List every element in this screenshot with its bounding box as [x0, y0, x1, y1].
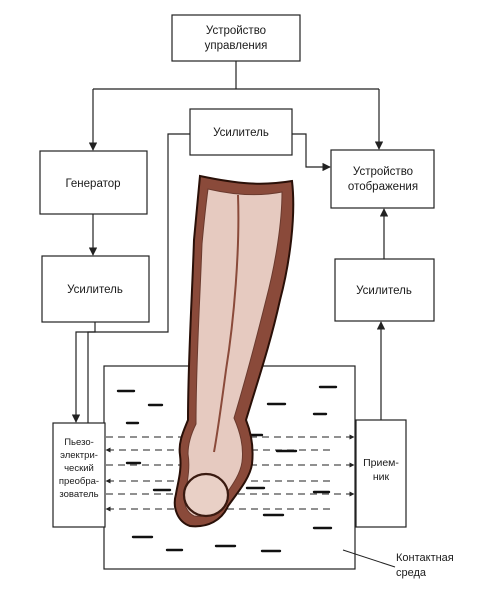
amplifier-left-label: Усилитель: [67, 284, 123, 296]
amplifier-right-label: Усилитель: [356, 285, 412, 297]
control-device-block: Устройство управления: [171, 14, 301, 62]
display-device-label-2: отображения: [348, 181, 418, 193]
control-device-label-2: управления: [205, 40, 268, 52]
medium-particles: [116, 385, 338, 553]
connectors: [71, 61, 389, 423]
receiver-label-2: ник: [373, 471, 390, 483]
transducer-block: Пьезо- электри- ческий преобра- зователь: [52, 422, 106, 528]
transducer-label-4: преобра-: [59, 476, 99, 487]
receiver-block: Прием- ник: [355, 419, 407, 528]
transducer-label-2: электри-: [60, 450, 98, 461]
transducer-label-1: Пьезо-: [64, 437, 94, 448]
transducer-label-3: ческий: [64, 463, 94, 474]
generator-label: Генератор: [65, 178, 120, 190]
receiver-label-1: Прием-: [363, 457, 399, 469]
transducer-label-5: зователь: [59, 489, 98, 500]
amplifier-left-block: Усилитель: [41, 255, 150, 323]
contact-medium-pointer: [342, 549, 396, 568]
generator-block: Генератор: [39, 150, 148, 215]
contact-medium-label-1: Контактная: [396, 552, 454, 564]
leg-bone-illustration: [173, 174, 295, 528]
display-device-block: Устройство отображения: [330, 149, 435, 209]
amplifier-top-block: Усилитель: [189, 108, 293, 156]
display-device-label-1: Устройство: [353, 166, 413, 178]
amplifier-top-label: Усилитель: [213, 127, 269, 139]
control-device-label-1: Устройство: [206, 25, 266, 37]
contact-medium-label-2: среда: [396, 567, 427, 579]
amplifier-right-block: Усилитель: [334, 258, 435, 322]
